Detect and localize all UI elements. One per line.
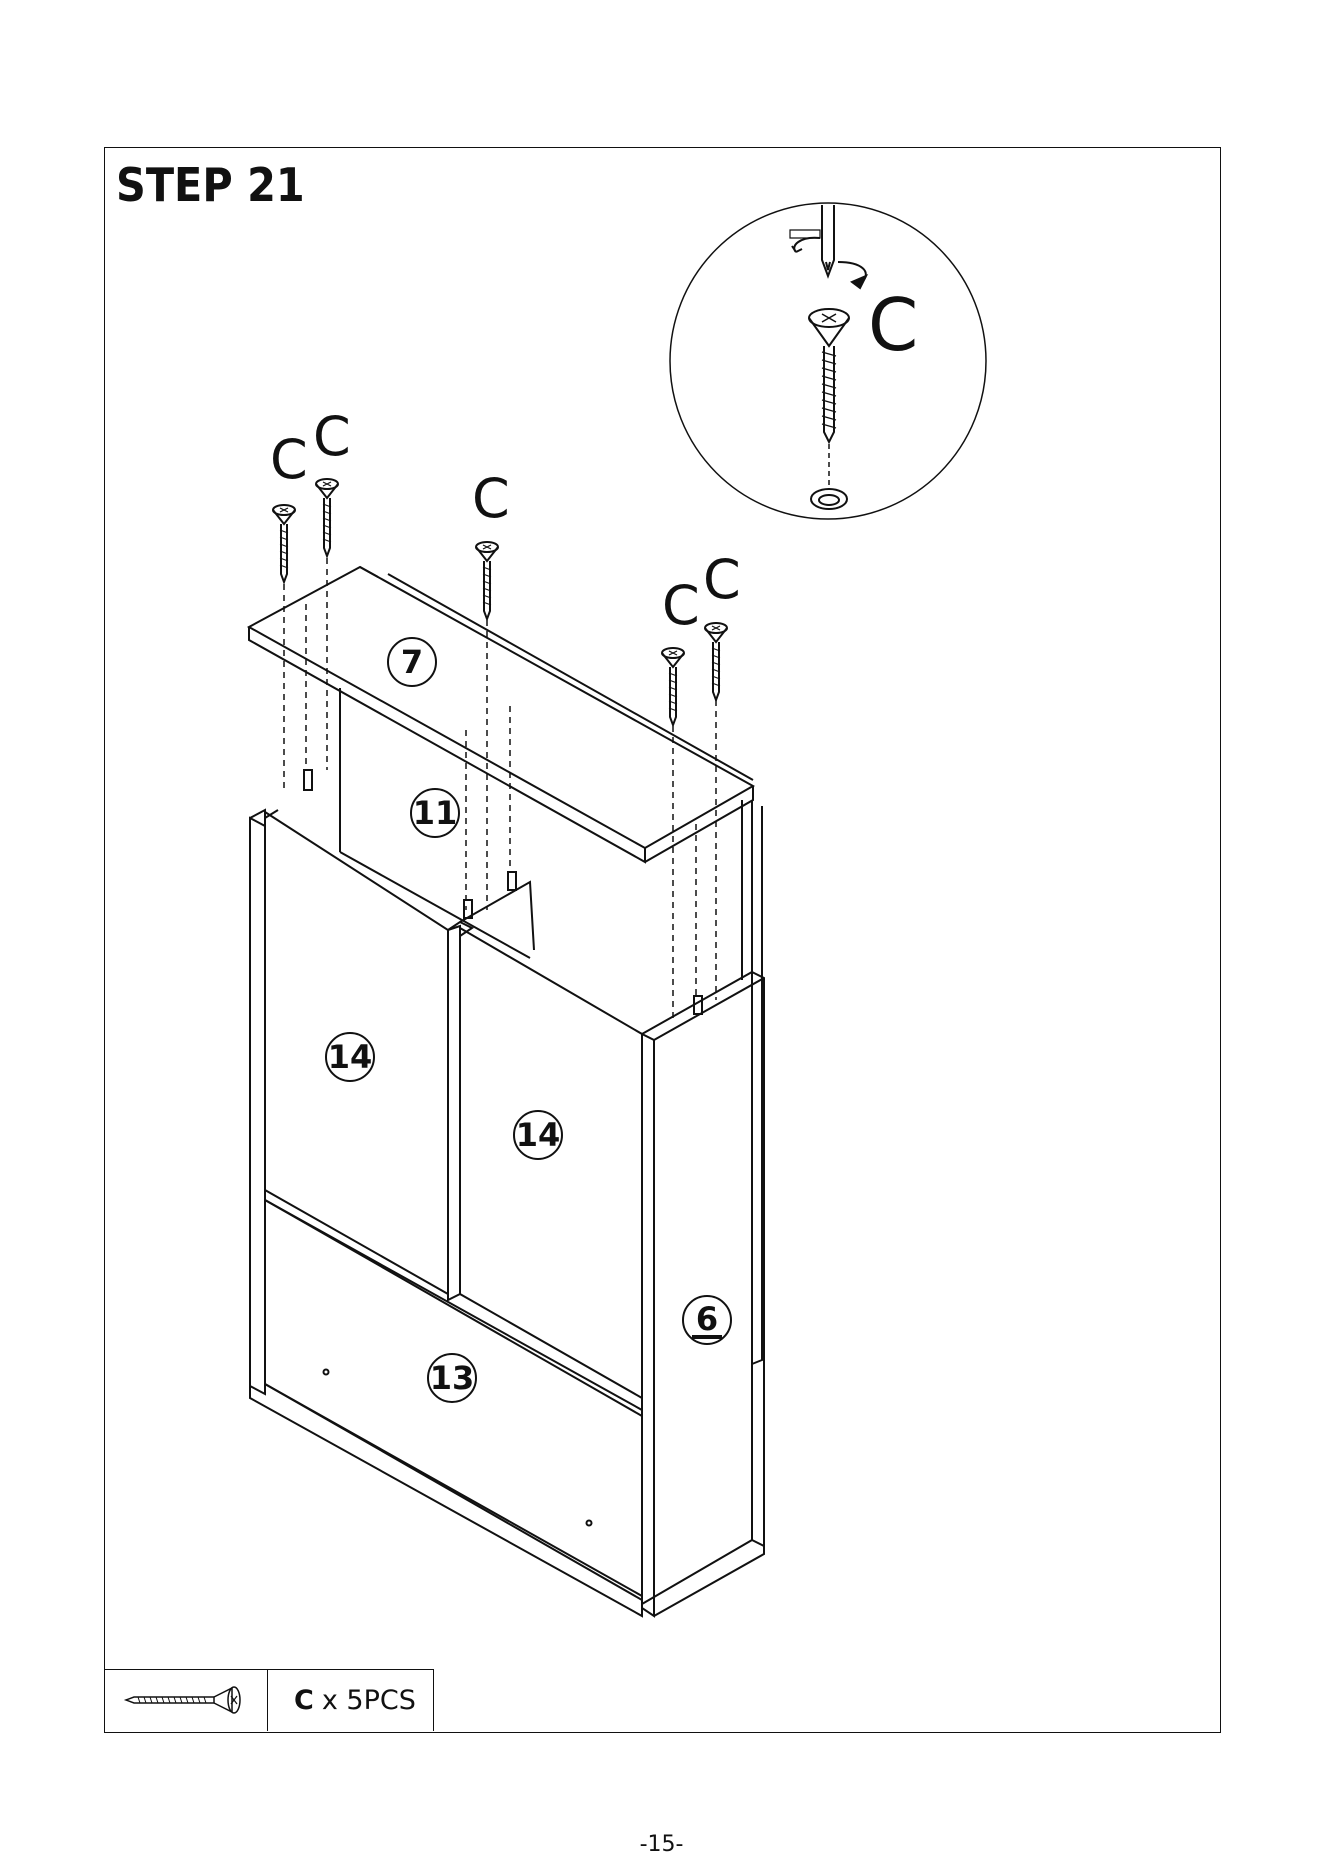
screw-letter-1: C	[270, 428, 308, 491]
screw-letter-5: C	[703, 548, 741, 611]
part-label-bottom: 13	[430, 1359, 475, 1397]
part-label-side: 6	[696, 1300, 718, 1338]
detail-letter: C	[868, 283, 918, 367]
screw-icon	[104, 1670, 264, 1730]
hardware-letter: C	[294, 1685, 314, 1716]
detail-magnifier	[670, 203, 986, 519]
hardware-qty-cell: C x 5PCS	[268, 1669, 434, 1731]
page-number: -15-	[0, 1832, 1323, 1857]
hardware-icon-cell	[104, 1669, 268, 1731]
part-label-top: 7	[401, 643, 423, 681]
part-label-door-right: 14	[516, 1116, 561, 1154]
screw-letter-2: C	[313, 405, 351, 468]
hardware-quantity: x 5PCS	[322, 1685, 416, 1716]
part-label-back: 11	[413, 794, 458, 832]
hardware-table: C x 5PCS	[104, 1669, 434, 1733]
part-labels	[326, 638, 731, 1402]
screw-letter-4: C	[662, 574, 700, 637]
part-label-door-left: 14	[328, 1038, 373, 1076]
screw-letter-3: C	[472, 467, 510, 530]
